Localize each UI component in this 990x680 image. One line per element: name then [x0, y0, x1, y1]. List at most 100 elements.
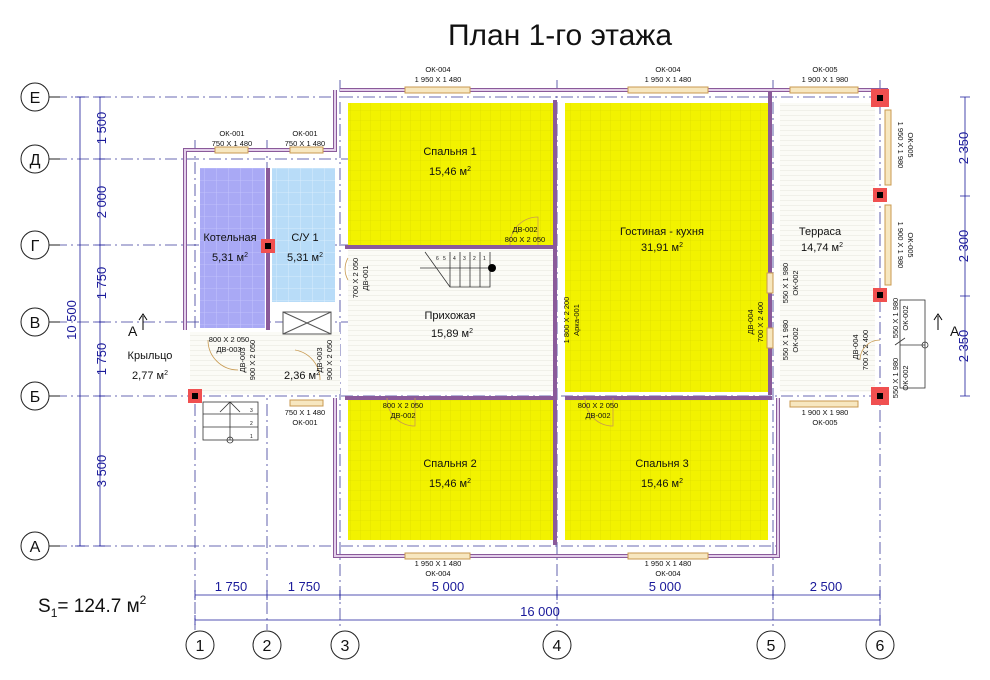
door-size: 800 X 2 050: [505, 235, 545, 244]
room-area: 15,89 м2: [431, 328, 473, 340]
window-label: ОК-005: [906, 132, 915, 157]
step-label: 2: [473, 256, 476, 262]
room-name: С/У 1: [291, 232, 318, 244]
step-label: 5: [443, 256, 446, 262]
dim-left: 3 500: [94, 455, 109, 488]
room-area: 15,46 м2: [429, 478, 471, 490]
window-label: ОК-001: [292, 129, 317, 138]
door-label: ДВ-001: [361, 265, 370, 290]
dim-bottom: 5 000: [649, 579, 682, 594]
door-label: ДВ-003: [216, 345, 241, 354]
room-name: Терраса: [799, 226, 842, 238]
dim-left: 1 500: [94, 112, 109, 145]
room-bedroom3: [565, 400, 768, 540]
step-label: 4: [453, 256, 456, 262]
axis-bubbles: [20, 82, 895, 660]
window-label: ОК-004: [655, 65, 680, 74]
window-size: 550 X 1 980: [781, 320, 790, 360]
total-area: S1= 124.7 м2: [38, 593, 147, 620]
step-label: 3: [463, 256, 466, 262]
step-label: 6: [436, 256, 439, 262]
dim-bottom: 1 750: [288, 579, 321, 594]
door-label: ДВ-003: [315, 347, 324, 372]
window-size: 1 950 X 1 480: [645, 559, 692, 568]
axis-label-col: 1: [196, 638, 205, 655]
room-area: 2,36 м2: [284, 370, 320, 382]
room-area: 5,31 м2: [212, 252, 248, 264]
columns: [188, 89, 889, 405]
room-area: 31,91 м2: [641, 242, 683, 254]
window-label: ОК-002: [901, 305, 910, 330]
room-name: Котельная: [203, 232, 256, 244]
window-size: 550 X 1 980: [781, 263, 790, 303]
window-label: ОК-004: [655, 569, 680, 578]
dim-left: 1 750: [94, 267, 109, 300]
room-name: Крыльцо: [128, 350, 173, 362]
step-label: 2: [250, 421, 253, 427]
step-label: 1: [250, 434, 253, 440]
window-label: ОК-004: [425, 569, 450, 578]
axis-label-col: 3: [341, 638, 350, 655]
room-bedroom2: [348, 400, 553, 540]
window-label: ОК-004: [425, 65, 450, 74]
window-label: ОК-005: [812, 418, 837, 427]
section-label: А: [950, 323, 960, 339]
windows: [214, 86, 892, 560]
room-area: 15,46 м2: [641, 478, 683, 490]
room-area: 15,46 м2: [429, 166, 471, 178]
room-name: Спальня 2: [423, 458, 476, 470]
window-label: ОК-002: [791, 270, 800, 295]
door-size: 800 X 2 050: [209, 335, 249, 344]
window-size: 1 900 X 1 980: [802, 408, 849, 417]
door-size: 900 X 2 050: [248, 340, 257, 380]
room-area: 2,77 м2: [132, 370, 168, 382]
room-hall: [348, 250, 553, 392]
door-label: ДВ-004: [851, 334, 860, 359]
room-bedroom1: [348, 103, 553, 245]
room-name: Спальня 1: [423, 146, 476, 158]
door-size: 800 X 2 050: [383, 401, 423, 410]
door-label: ДВ-002: [390, 411, 415, 420]
window-size: 1 900 X 1 980: [896, 222, 905, 269]
dim-bottom: 2 500: [810, 579, 843, 594]
door-label: ДВ-002: [512, 225, 537, 234]
dim-bottom: 1 750: [215, 579, 248, 594]
dimension-lines: [75, 96, 970, 625]
window-size: 750 X 1 480: [285, 139, 325, 148]
dim-left: 2 000: [94, 186, 109, 219]
axis-label-col: 5: [767, 638, 776, 655]
room-bath: [272, 168, 335, 302]
window-label: ОК-001: [219, 129, 244, 138]
axis-label-row: А: [30, 539, 41, 556]
step-label: 3: [250, 408, 253, 414]
room-area: 5,31 м2: [287, 252, 323, 264]
window-size: 1 950 X 1 480: [645, 75, 692, 84]
dim-left: 1 750: [94, 343, 109, 376]
window-size: 550 X 1 980: [891, 358, 900, 398]
arch-size: 1 800 X 2 200: [562, 297, 571, 344]
window-size: 750 X 1 480: [285, 408, 325, 417]
dim-right: 2 350: [956, 132, 971, 165]
room-boiler: [200, 168, 265, 328]
room-area: 14,74 м2: [801, 242, 843, 254]
section-label: А: [128, 323, 138, 339]
dim-right: 2 300: [956, 230, 971, 263]
stair-start-marker: [488, 264, 496, 272]
room-name: Прихожая: [425, 310, 476, 322]
window-label: ОК-005: [906, 232, 915, 257]
door-size: 700 X 2 050: [351, 258, 360, 298]
window-label: ОК-005: [812, 65, 837, 74]
dim-left-total: 10 500: [64, 300, 79, 340]
window-label: ОК-002: [791, 327, 800, 352]
room-name: Спальня 3: [635, 458, 688, 470]
door-size: 900 X 2 050: [325, 340, 334, 380]
door-size: 700 X 2 400: [756, 302, 765, 342]
room-terrace: [780, 103, 875, 392]
axis-label-col: 6: [876, 638, 885, 655]
room-living: [565, 103, 768, 392]
porch-stairs: [202, 401, 259, 444]
axis-label-row: Г: [31, 238, 40, 255]
door-size: 700 X 2 400: [861, 330, 870, 370]
window-size: 1 950 X 1 480: [415, 559, 462, 568]
axis-label-row: В: [30, 315, 41, 332]
